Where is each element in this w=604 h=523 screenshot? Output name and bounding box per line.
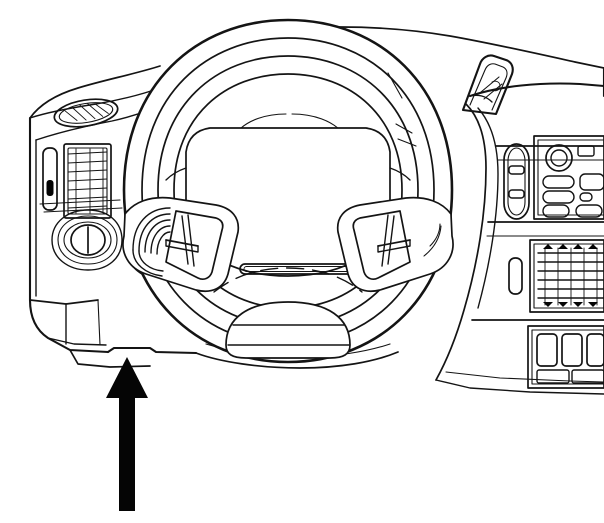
left-air-vent[interactable] — [63, 143, 112, 219]
control-panel[interactable] — [533, 135, 604, 220]
speaker-grille-icon — [53, 98, 119, 128]
control-stalk[interactable] — [461, 54, 514, 116]
rocker-switch-pod[interactable] — [503, 143, 530, 220]
rim-outer — [122, 18, 454, 364]
hub-seam-arc — [213, 267, 363, 293]
left-spoke-speaker-icon — [132, 207, 171, 277]
right-spoke[interactable] — [336, 196, 454, 293]
left-spoke[interactable] — [122, 196, 240, 293]
center-air-vent[interactable] — [529, 239, 604, 313]
slider-control[interactable] — [42, 147, 58, 211]
steering-wheel[interactable] — [122, 18, 454, 364]
right-spoke-switch[interactable] — [352, 210, 411, 281]
dashboard-body — [28, 26, 604, 395]
right-spoke-detail — [429, 223, 441, 247]
lower-switch-bank[interactable] — [527, 325, 604, 389]
annotation-arrow — [106, 357, 148, 511]
left-spoke-switch[interactable] — [165, 210, 224, 281]
rim-seam-marks — [387, 72, 417, 147]
single-rocker-switch[interactable] — [508, 257, 523, 295]
gauge-left — [51, 209, 123, 271]
horn-pad[interactable] — [225, 301, 351, 359]
right-dash-details — [461, 54, 604, 389]
